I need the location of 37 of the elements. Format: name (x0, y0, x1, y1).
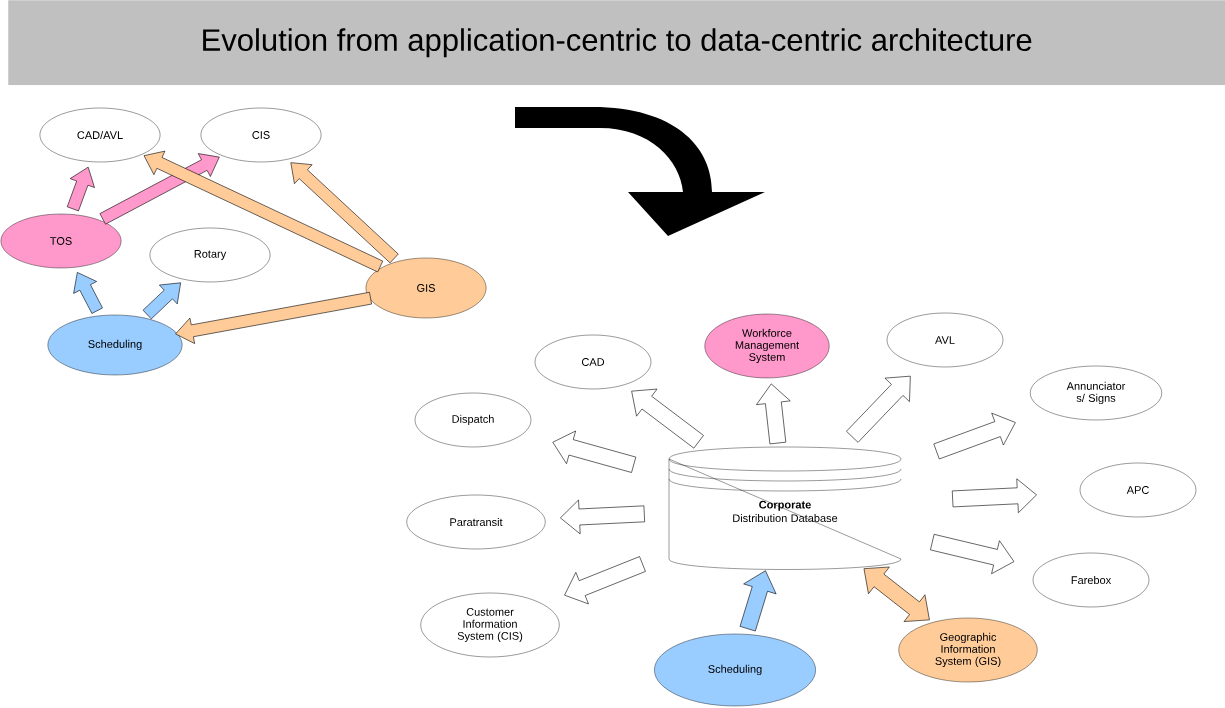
ellipse-node: TOS (0, 213, 122, 269)
ellipse-node: Dispatch (414, 392, 532, 448)
block-arrow (99, 153, 220, 225)
block-arrow (631, 388, 704, 449)
block-arrow (933, 412, 1016, 460)
block-arrow (560, 499, 645, 535)
block-arrow (951, 478, 1037, 514)
block-arrow (66, 166, 95, 212)
block-arrow (73, 272, 103, 314)
block-arrow (756, 383, 791, 445)
ellipse-node: CAD/AVL (39, 107, 161, 163)
ellipse-node: Scheduling (654, 633, 816, 707)
ellipse-node: Customer Information System (CIS) (420, 592, 560, 658)
ellipse-node: Workforce Management System (704, 313, 830, 379)
ellipse-node: Rotary (149, 227, 271, 283)
block-arrow (142, 282, 181, 320)
ellipse-node: Scheduling (47, 314, 183, 376)
block-arrow (930, 534, 1015, 575)
title-band: Evolution from application-centric to data-centric architecture (8, 0, 1225, 86)
block-arrow (739, 570, 777, 632)
ellipse-node: Geographic Information System (GIS) (898, 617, 1038, 683)
ellipse-node: APC (1079, 462, 1197, 518)
database-cylinder: Corporate Distribution Database (668, 446, 902, 570)
block-arrow (863, 566, 930, 622)
block-arrow (290, 162, 399, 264)
ellipse-node: GIS (365, 257, 487, 319)
ellipse-node: Annunciator s/ Signs (1030, 365, 1162, 421)
block-arrow (175, 291, 372, 344)
ellipse-node: CAD (534, 334, 652, 390)
block-arrow (564, 556, 646, 605)
ellipse-node: Paratransit (406, 494, 546, 550)
block-arrow (846, 375, 911, 443)
block-arrow (143, 150, 384, 273)
ellipse-node: AVL (886, 312, 1004, 368)
ellipse-node: CIS (200, 107, 322, 163)
ellipse-node: Farebox (1032, 552, 1150, 608)
block-arrow (552, 430, 637, 473)
